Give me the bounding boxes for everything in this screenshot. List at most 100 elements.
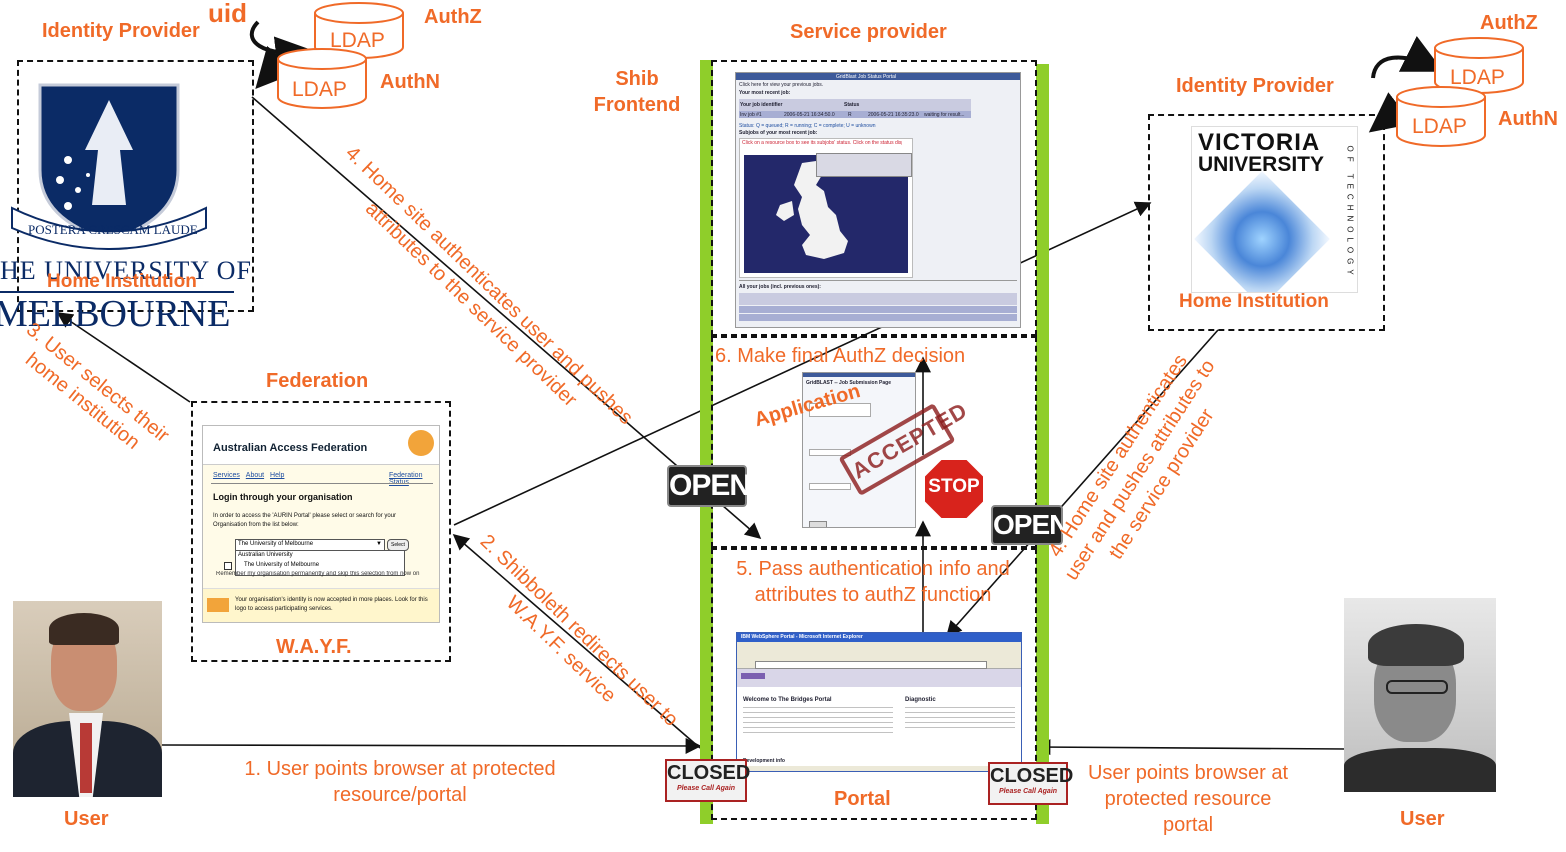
victoria-logo-line2: UNIVERSITY xyxy=(1198,153,1325,176)
left-user-label: User xyxy=(64,808,109,830)
melbourne-logo-line2: MELBOURNE xyxy=(0,293,231,335)
submission-input-2[interactable] xyxy=(809,449,851,456)
step1-label: 1. User points browser at protected reso… xyxy=(244,758,556,806)
stop-sign-icon xyxy=(923,458,985,520)
portal-address-bar[interactable] xyxy=(755,661,987,669)
open-sign-right-text: OPEN xyxy=(993,509,1069,540)
portal-label: Portal xyxy=(834,788,891,810)
portal-dev-info: Development info xyxy=(743,758,785,764)
aaf-screenshot: Australian Access Federation Services Ab… xyxy=(202,425,440,623)
aaf-status-link[interactable]: Federation Status xyxy=(389,472,423,486)
melbourne-logo-line1: HE UNIVERSITY OF xyxy=(0,256,252,285)
submission-window: GridBLAST -- Job Submission Page xyxy=(802,372,916,528)
submission-input-3[interactable] xyxy=(809,483,851,490)
job-status-link[interactable]: Click here for view your previous jobs. xyxy=(739,82,824,88)
job-status-titlebar xyxy=(736,73,1020,80)
job-table-h1: Your job identifier xyxy=(740,102,783,108)
aaf-header-band xyxy=(203,426,439,465)
right-idp-title: Identity Provider xyxy=(1176,75,1334,97)
ldap-top-left-label: LDAP xyxy=(330,29,385,52)
left-user-tie xyxy=(80,723,92,793)
melbourne-motto: POSTERA CRESCAM LAUDE xyxy=(28,222,198,237)
uid-label: uid xyxy=(208,0,247,28)
victoria-logo: VICTORIA UNIVERSITY OF TECHNOLOGY xyxy=(1191,126,1358,293)
job-table-row xyxy=(739,111,971,118)
aaf-option-2[interactable]: The University of Melbourne xyxy=(244,562,320,568)
closed-sign-right: CLOSED Please Call Again xyxy=(988,762,1074,805)
arrow-idp-to-sp xyxy=(251,96,762,540)
aaf-instructions: In order to access the 'AURIN Portal' pl… xyxy=(213,513,397,528)
ldap-loop-right-2 xyxy=(1368,92,1413,133)
ldap-cylinder-top-left xyxy=(314,2,404,59)
left-user-photo xyxy=(13,601,162,797)
aaf-footer-band xyxy=(203,588,439,622)
victoria-diamond xyxy=(1194,171,1330,292)
right-pole xyxy=(1036,64,1049,824)
aaf-select-value: The University of Melbourne xyxy=(238,541,314,547)
left-home-institution: Home Institution xyxy=(47,271,197,292)
right-user-step-label: User points browser at protected resourc… xyxy=(1087,762,1289,836)
all-jobs-header xyxy=(739,293,1017,305)
sp-title: Service provider xyxy=(790,21,947,43)
job-status-title: GridBlast Job Status Portal xyxy=(836,74,897,80)
left-idp-title: Identity Provider xyxy=(42,20,200,42)
federation-title: Federation xyxy=(266,370,369,392)
portal-tab[interactable] xyxy=(741,673,765,679)
right-authn-label: AuthN xyxy=(1498,108,1558,130)
aaf-login-heading: Login through your organisation xyxy=(213,492,353,502)
portal-diagnostic: Diagnostic xyxy=(905,697,936,703)
arrow-wayf-to-home xyxy=(56,312,191,403)
arrow-wayf-to-victoria xyxy=(453,201,1152,526)
portal-statusbar xyxy=(737,766,1021,771)
portal-window: IBM WebSphere Portal - Microsoft Interne… xyxy=(736,632,1022,772)
aaf-nav-about[interactable]: About xyxy=(245,472,265,479)
aaf-nav-help[interactable]: Help xyxy=(270,472,285,479)
stop-sign-text: STOP xyxy=(928,476,980,497)
all-jobs-row2 xyxy=(739,314,1017,321)
aaf-nav-rule xyxy=(211,483,433,484)
open-sign-left-text: OPEN xyxy=(669,469,751,502)
right-home-institution: Home Institution xyxy=(1179,291,1329,312)
chevron-down-icon: ▼ xyxy=(376,541,382,547)
open-sign-left: OPEN xyxy=(667,465,751,507)
portal-title: IBM WebSphere Portal - Microsoft Interne… xyxy=(741,634,863,640)
aaf-remember: Remember my organisation permanently and… xyxy=(216,571,420,577)
ldap-loop-left-2 xyxy=(255,45,297,89)
portal-text-block-2 xyxy=(905,707,1015,731)
all-jobs-row1 xyxy=(739,306,1017,313)
right-user-shoulders xyxy=(1344,748,1496,792)
left-pole xyxy=(700,60,713,824)
melbourne-shield-logo xyxy=(11,83,207,250)
job-status-window: GridBlast Job Status Portal Click here f… xyxy=(735,72,1021,328)
portal-welcome: Welcome to The Bridges Portal xyxy=(743,697,832,703)
aaf-footer: Your organisation's identity is now acce… xyxy=(235,597,428,612)
step6-label: 6. Make final AuthZ decision xyxy=(715,345,966,367)
sp-job-status-box xyxy=(711,60,1037,336)
ldap-loop-right xyxy=(1371,36,1444,79)
submission-input-1[interactable] xyxy=(809,403,871,417)
job-subjobs-label: Subjobs of your most recent job: xyxy=(739,130,818,136)
left-authn-label: AuthN xyxy=(380,71,440,93)
shib-frontend-label: Shib Frontend xyxy=(593,68,681,116)
closed-sign-right-text: CLOSED xyxy=(990,765,1074,787)
sp-portal-box xyxy=(711,548,1037,820)
victoria-logo-line1: VICTORIA xyxy=(1198,129,1321,156)
aaf-checkbox[interactable] xyxy=(224,562,232,570)
portal-nav-band xyxy=(737,669,1021,687)
aaf-header: Australian Access Federation xyxy=(213,442,368,454)
aaf-dropdown xyxy=(235,550,405,576)
aaf-option-1[interactable]: Australian University xyxy=(238,552,293,558)
submission-submit[interactable] xyxy=(809,521,827,527)
ldap-bottom-left-label: LDAP xyxy=(292,78,347,101)
right-authz-label: AuthZ xyxy=(1480,12,1538,34)
step5-label: 5. Pass authentication info and attribut… xyxy=(736,558,1010,606)
job-status-recent: Your most recent job: xyxy=(739,90,791,96)
closed-sign-left-text: CLOSED xyxy=(667,762,751,784)
aaf-nav-services[interactable]: Services xyxy=(213,472,240,479)
closed-sign-left: CLOSED Please Call Again xyxy=(665,759,751,802)
job-table-h3: Status xyxy=(844,102,860,108)
right-user-hair xyxy=(1368,624,1464,666)
all-jobs-label: All your jobs (incl. previous ones): xyxy=(739,284,821,290)
portal-text-block-1 xyxy=(743,707,893,737)
